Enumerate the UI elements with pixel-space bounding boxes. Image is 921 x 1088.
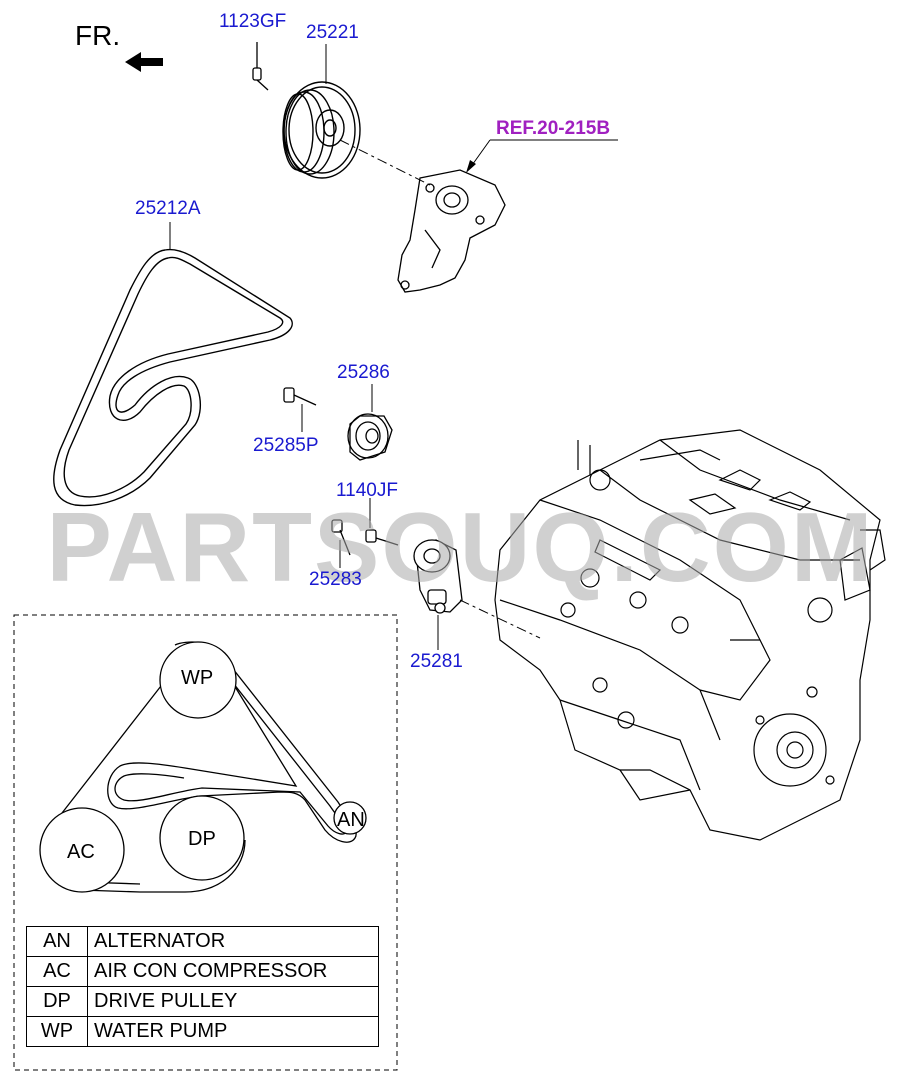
legend-row: AN ALTERNATOR bbox=[26, 926, 379, 957]
legend-code: AC bbox=[26, 956, 88, 987]
pulley-DP bbox=[159, 795, 245, 881]
legend-code: AN bbox=[26, 926, 88, 957]
legend-name: AIR CON COMPRESSOR bbox=[87, 956, 379, 987]
front-arrow-icon bbox=[125, 52, 163, 72]
bolt-1123GF bbox=[252, 42, 269, 91]
idler-pulley bbox=[347, 413, 393, 461]
part-label-25285P[interactable]: 25285P bbox=[253, 435, 319, 456]
pulley-AN bbox=[333, 801, 367, 835]
pulley-AC bbox=[39, 807, 125, 893]
watermark: PARTSOUQ.COM bbox=[46, 492, 875, 602]
water-pump bbox=[397, 169, 506, 293]
part-label-1140JF[interactable]: 1140JF bbox=[336, 480, 398, 501]
legend-table: AN ALTERNATOR AC AIR CON COMPRESSOR DP D… bbox=[26, 926, 379, 1047]
drive-belt bbox=[53, 248, 293, 507]
front-direction-label: FR. bbox=[75, 20, 121, 51]
legend-name: ALTERNATOR bbox=[87, 926, 379, 957]
pulley-label-wp: WP bbox=[181, 667, 214, 689]
engine-block bbox=[494, 429, 886, 841]
water-pump-pulley bbox=[282, 81, 361, 179]
bolt-25285P bbox=[283, 387, 317, 406]
bolt-25283 bbox=[331, 519, 351, 556]
part-label-25283[interactable]: 25283 bbox=[309, 569, 362, 590]
pulley-label-an: AN bbox=[337, 809, 365, 831]
part-label-25221[interactable]: 25221 bbox=[306, 22, 359, 43]
legend-code: DP bbox=[26, 986, 88, 1017]
pulley-WP bbox=[159, 641, 237, 719]
part-label-25281[interactable]: 25281 bbox=[410, 651, 463, 672]
part-label-25212A[interactable]: 25212A bbox=[135, 198, 201, 219]
part-label-25286[interactable]: 25286 bbox=[337, 362, 390, 383]
bolt-1140JF bbox=[365, 529, 399, 546]
legend-code: WP bbox=[26, 1016, 88, 1047]
part-label-1123GF[interactable]: 1123GF bbox=[219, 11, 287, 32]
legend-row: WP WATER PUMP bbox=[26, 1016, 379, 1047]
legend-row: AC AIR CON COMPRESSOR bbox=[26, 956, 379, 987]
tensioner bbox=[413, 539, 463, 614]
legend-row: DP DRIVE PULLEY bbox=[26, 986, 379, 1017]
pulley-label-ac: AC bbox=[67, 841, 95, 863]
routing-pulleys bbox=[39, 641, 367, 893]
legend-name: DRIVE PULLEY bbox=[87, 986, 379, 1017]
legend-name: WATER PUMP bbox=[87, 1016, 379, 1047]
routing-box bbox=[13, 614, 398, 1071]
reference-label[interactable]: REF.20-215B bbox=[496, 118, 611, 139]
pulley-label-dp: DP bbox=[188, 828, 216, 850]
